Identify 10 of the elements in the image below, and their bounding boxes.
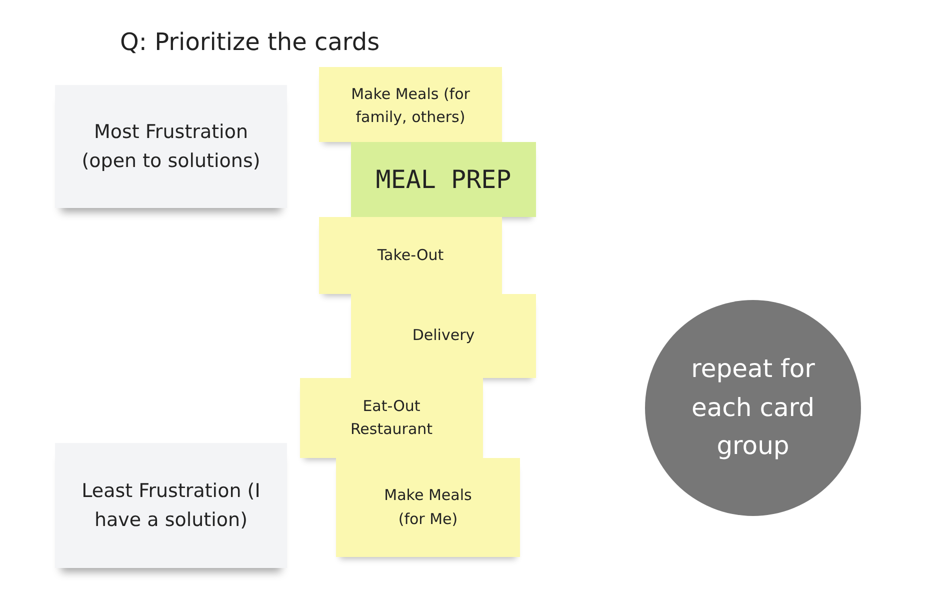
sticky-note: Delivery — [351, 294, 536, 378]
group-sticky-note: MEAL PREP — [351, 142, 536, 217]
sticky-note: Eat-Out Restaurant — [300, 378, 483, 458]
frustration-card: Least Frustration (I have a solution) — [55, 443, 287, 568]
sticky-note: Make Meals (for Me) — [336, 458, 520, 557]
sticky-note: Make Meals (for family, others) — [319, 67, 502, 142]
sticky-note: Take-Out — [319, 217, 502, 294]
frustration-card: Most Frustration (open to solutions) — [55, 85, 287, 208]
note-circle: repeat for each card group — [645, 300, 861, 516]
title: Q: Prioritize the cards — [120, 28, 380, 56]
